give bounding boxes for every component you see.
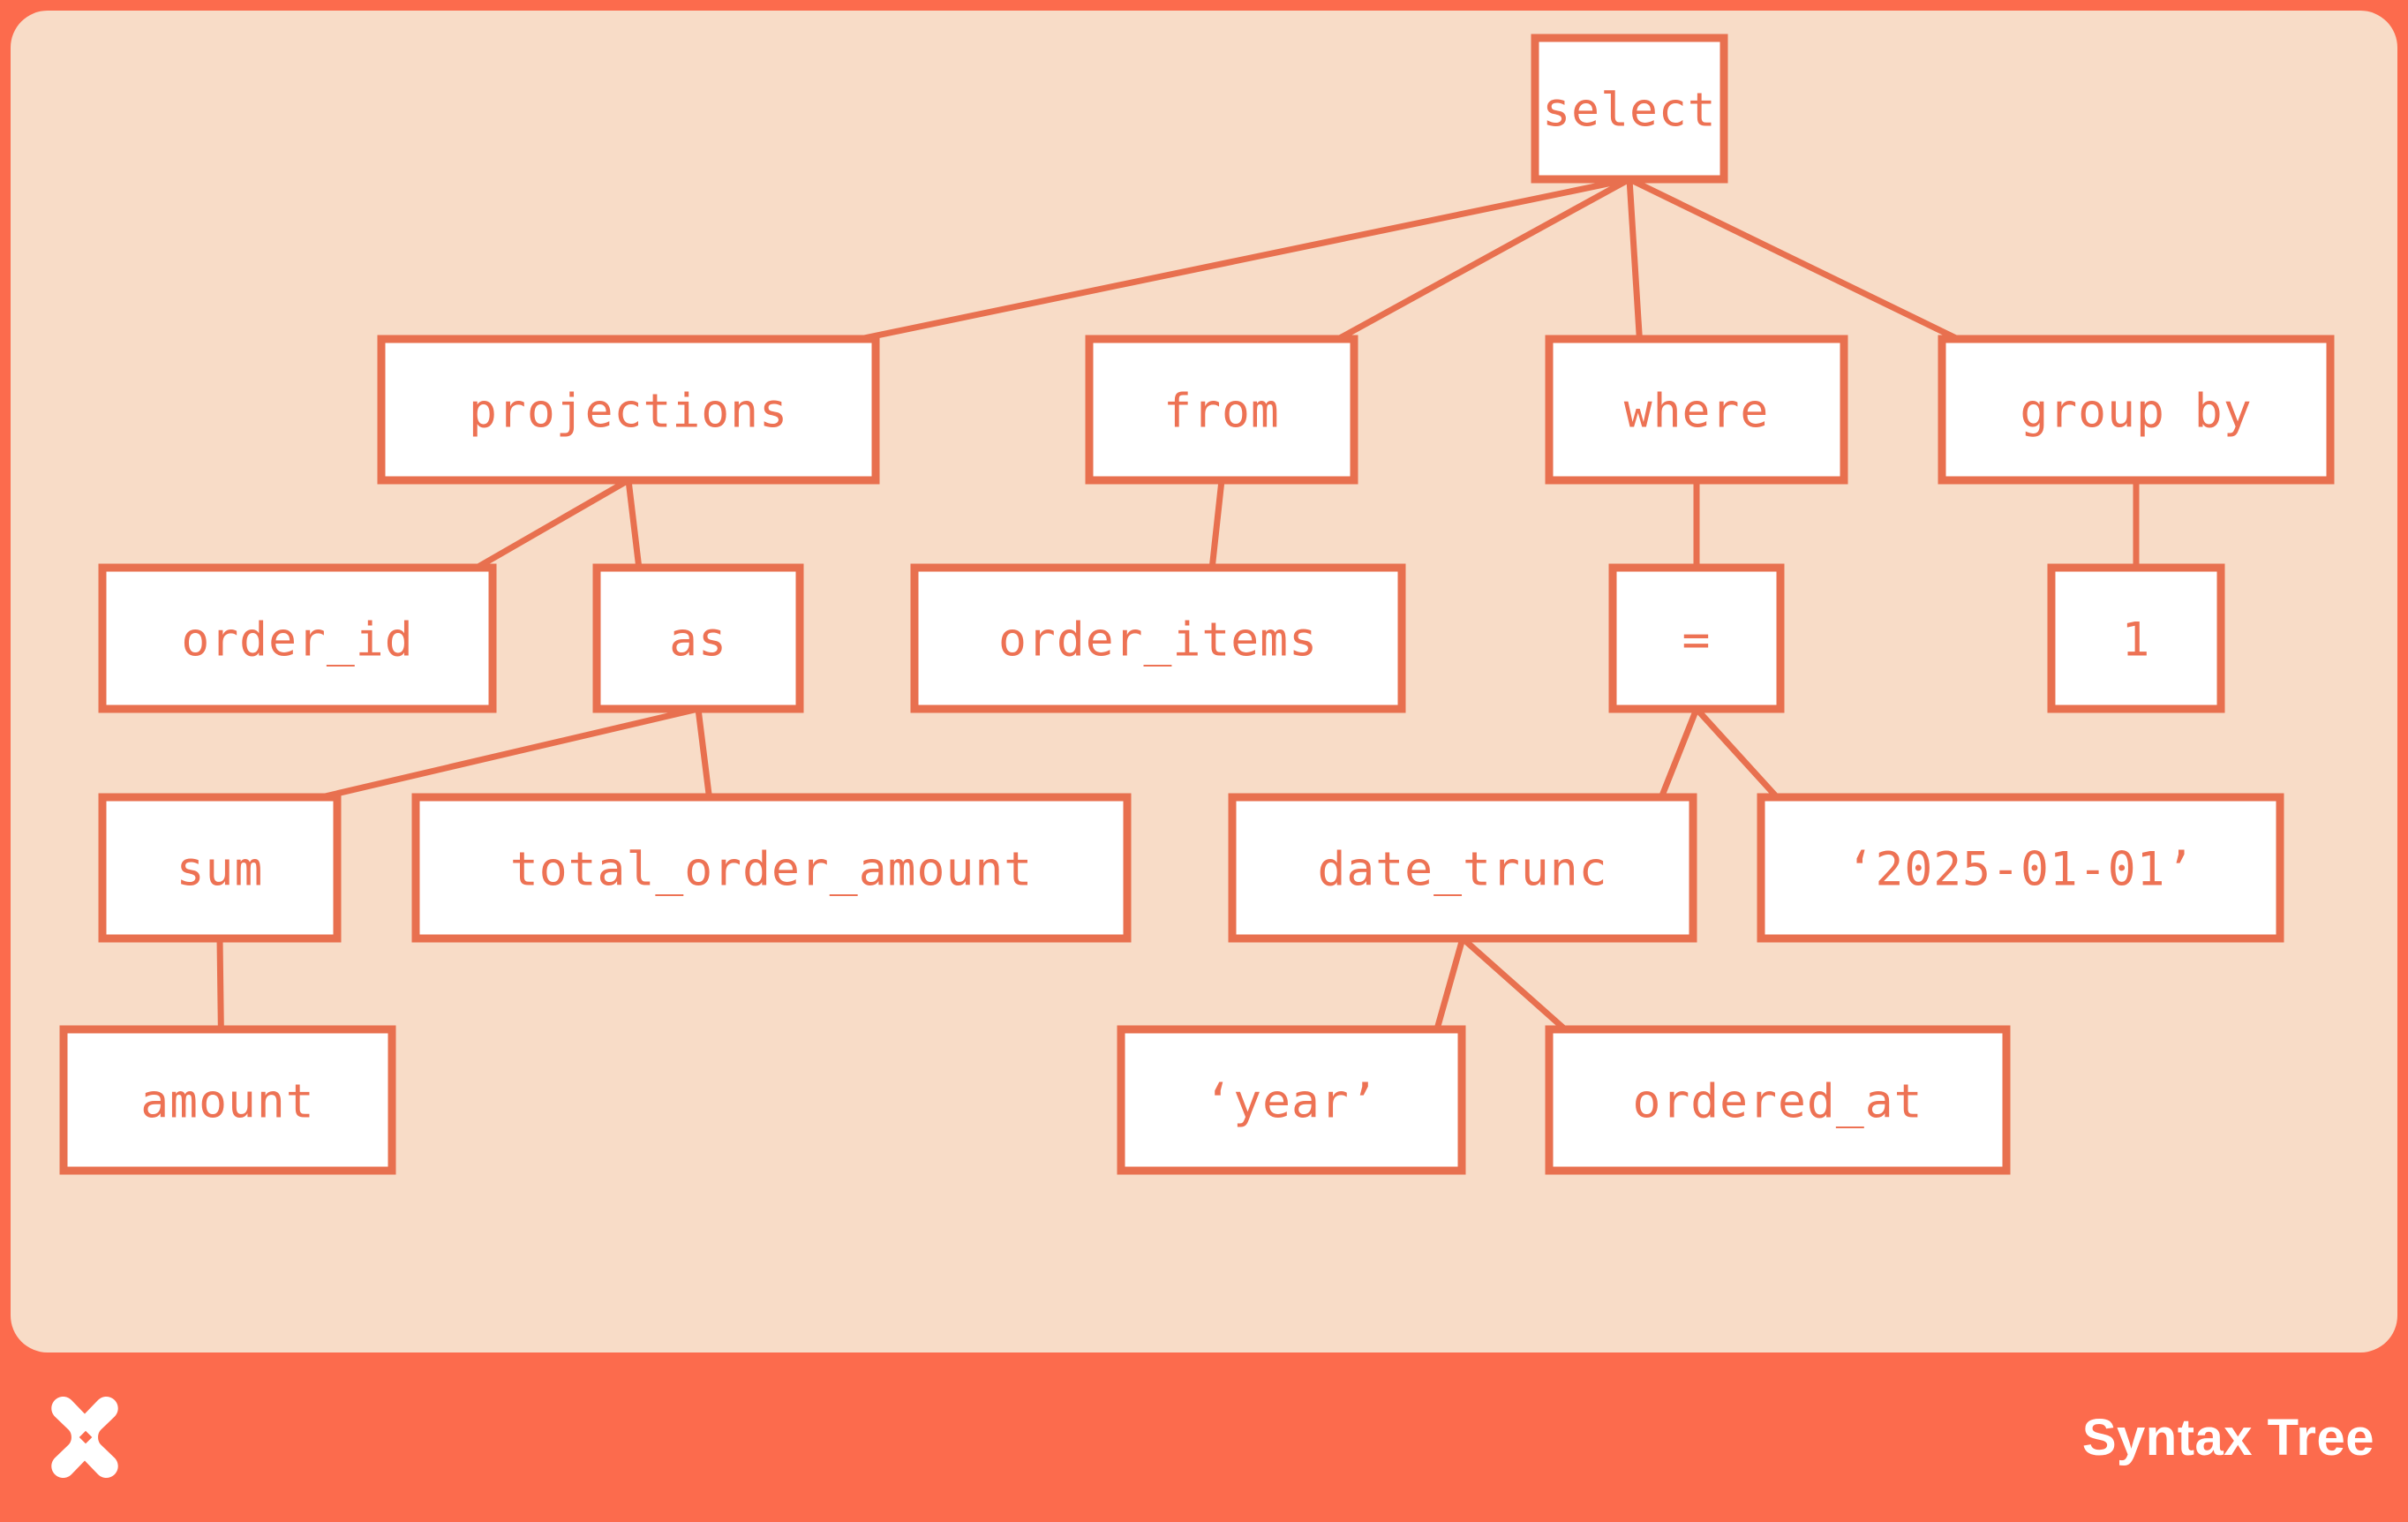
tree-node-amount[interactable]: amount (59, 1025, 396, 1175)
tree-node-label: date_trunc (1317, 843, 1607, 897)
tree-node-year_literal[interactable]: ‘year’ (1117, 1025, 1466, 1175)
edge-layer (216, 176, 2140, 1032)
tree-node-box (377, 335, 880, 485)
tree-node-box (98, 793, 342, 943)
tree-node-box (1608, 563, 1785, 713)
tree-node-groupby[interactable]: group by (1938, 335, 2335, 485)
tree-node-label: group by (2020, 385, 2252, 439)
tree-node-where[interactable]: where (1545, 335, 1848, 485)
tree-node-box (2047, 563, 2225, 713)
tree-node-box (1228, 793, 1697, 943)
tree-node-order_items[interactable]: order_items (910, 563, 1406, 713)
tree-node-box (59, 1025, 396, 1175)
tree-canvas: select projections from where group by order_… (11, 11, 2397, 1352)
tree-node-label: order_items (998, 614, 1318, 667)
tree-node-box (1545, 1025, 2011, 1175)
tree-node-total_order_amount[interactable]: total_order_amount (411, 793, 1132, 943)
tree-edge (625, 479, 643, 569)
tree-edge (1336, 176, 1631, 343)
x-star-logo-icon (51, 1396, 118, 1479)
tree-node-date_literal[interactable]: ‘2025-01-01’ (1757, 793, 2284, 943)
tree-node-ordered_at[interactable]: ordered_at (1545, 1025, 2011, 1175)
tree-node-box (1531, 34, 1728, 184)
tree-edge (1434, 938, 1466, 1030)
tree-node-label: 1 (2122, 614, 2151, 667)
tree-node-label: ‘2025-01-01’ (1847, 843, 2195, 897)
tree-node-one[interactable]: 1 (2047, 563, 2225, 713)
tree-edge (1208, 479, 1225, 569)
tree-node-box (910, 563, 1406, 713)
tree-node-label: total_order_amount (510, 843, 1033, 897)
tree-node-date_trunc[interactable]: date_trunc (1228, 793, 1697, 943)
tree-node-label: as (669, 614, 727, 667)
tree-node-label: ordered_at (1632, 1075, 1923, 1129)
tree-node-projections[interactable]: projections (377, 335, 880, 485)
tree-node-label: order_id (181, 614, 413, 667)
tree-node-label: = (1682, 614, 1712, 667)
tree-edge (216, 938, 224, 1030)
tree-node-label: sum (177, 843, 264, 897)
tree-node-order_id[interactable]: order_id (98, 563, 497, 713)
tree-node-box (592, 563, 804, 713)
tree-node-eq[interactable]: = (1608, 563, 1785, 713)
tree-node-sum[interactable]: sum (98, 793, 342, 943)
tree-node-select[interactable]: select (1531, 34, 1728, 184)
tree-edge (1626, 178, 1643, 340)
tree-node-label: projections (469, 385, 788, 439)
tree-edge (1694, 706, 1780, 800)
tree-node-label: select (1542, 84, 1716, 138)
tree-edge (475, 477, 630, 571)
tree-node-box (1085, 335, 1358, 485)
tree-edge (1460, 936, 1568, 1032)
tree-node-box (1545, 335, 1848, 485)
footer-title: Syntax Tree (2081, 1408, 2374, 1466)
tree-node-as[interactable]: as (592, 563, 804, 713)
syntax-tree-graphic: select projections from where group by order_… (59, 34, 2335, 1175)
footer-bar: Syntax Tree (0, 1352, 2408, 1522)
tree-node-box (1117, 1025, 1466, 1175)
tree-node-box (1938, 335, 2335, 485)
tree-edge (320, 705, 699, 801)
tree-edge (695, 708, 712, 798)
tree-node-label: ‘year’ (1204, 1075, 1378, 1129)
tree-node-box (98, 563, 497, 713)
tree-node-box (1757, 793, 2284, 943)
tree-node-box (411, 793, 1132, 943)
tree-node-label: amount (140, 1075, 314, 1129)
node-layer: select projections from where group by order_… (59, 34, 2335, 1175)
tree-node-label: from (1163, 385, 1280, 439)
tree-node-from[interactable]: from (1085, 335, 1358, 485)
tree-edge (859, 176, 1630, 343)
tree-edge (1628, 176, 1960, 343)
tree-edge (1658, 707, 1700, 799)
tree-node-label: where (1624, 385, 1770, 439)
